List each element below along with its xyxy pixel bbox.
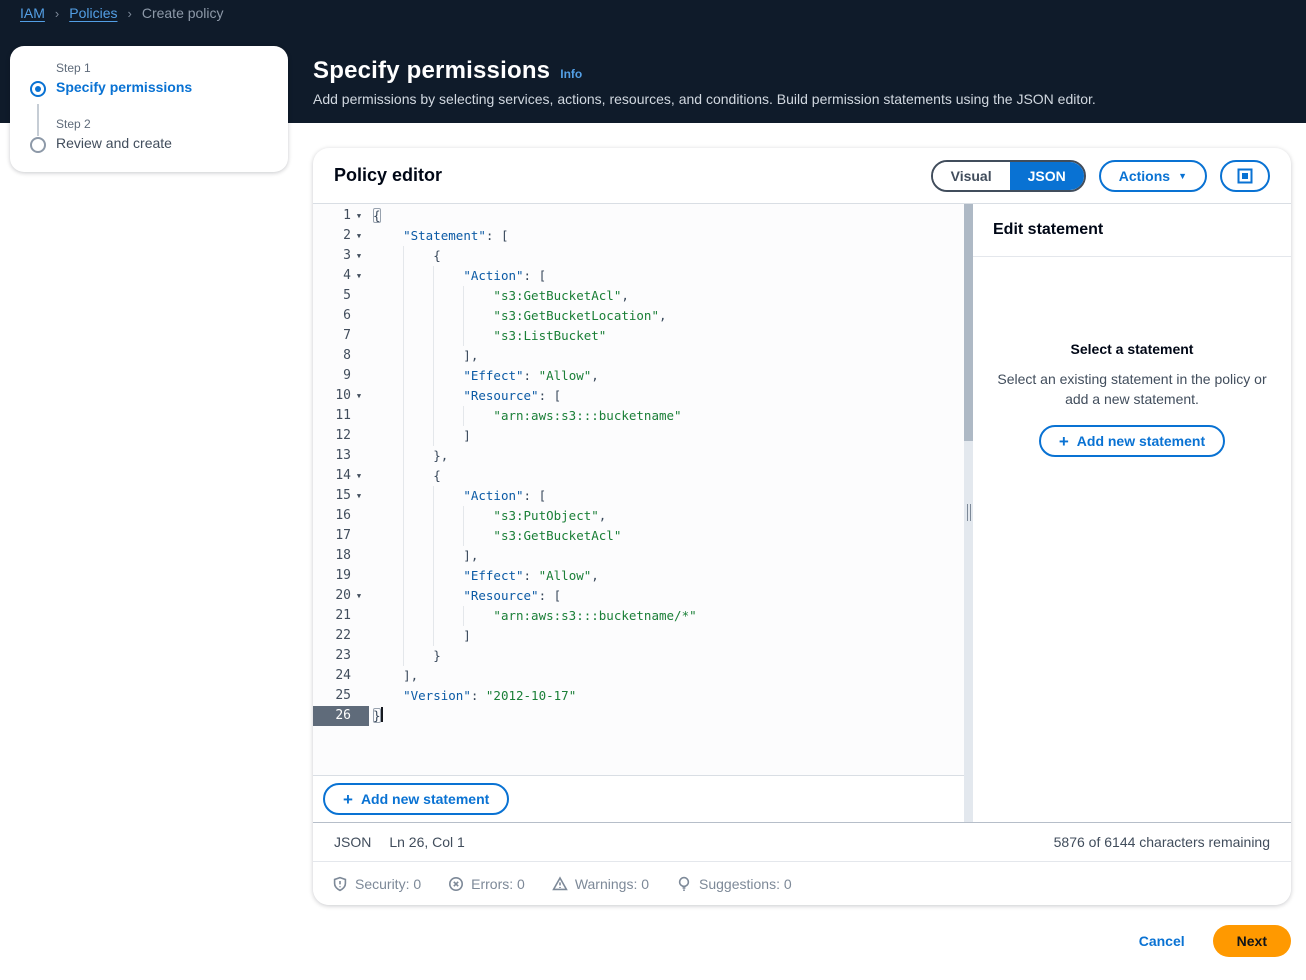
fold-toggle-icon[interactable]: ▼ bbox=[356, 272, 362, 280]
edit-statement-title: Edit statement bbox=[973, 204, 1291, 257]
lightbulb-icon bbox=[678, 876, 690, 891]
split-drag-handle[interactable] bbox=[965, 504, 972, 521]
validation-checks-bar: Security: 0 Errors: 0 Warnings: 0 bbox=[313, 861, 1291, 905]
suggestions-item[interactable]: Suggestions: 0 bbox=[676, 876, 792, 892]
chevron-right-icon: › bbox=[127, 5, 132, 21]
errors-item[interactable]: Errors: 0 bbox=[448, 876, 525, 892]
fold-toggle-icon[interactable]: ▼ bbox=[356, 252, 362, 260]
characters-remaining-label: 5876 of 6144 characters remaining bbox=[1053, 834, 1270, 850]
policy-editor-title: Policy editor bbox=[334, 165, 443, 185]
cancel-button[interactable]: Cancel bbox=[1138, 933, 1185, 949]
editor-language-label: JSON bbox=[334, 834, 372, 850]
step-1-title[interactable]: Specify permissions bbox=[56, 79, 193, 95]
code-lines[interactable]: 1▼{2▼ "Statement": [3▼ {4▼ "Action": [5 … bbox=[313, 204, 964, 775]
code-line[interactable]: 23 } bbox=[313, 646, 964, 666]
code-line[interactable]: 10▼ "Resource": [ bbox=[313, 386, 964, 406]
fold-toggle-icon[interactable]: ▼ bbox=[356, 492, 362, 500]
warnings-item[interactable]: Warnings: 0 bbox=[552, 876, 649, 892]
warning-triangle-icon bbox=[552, 875, 568, 890]
step-2-label: Step 2 bbox=[56, 117, 91, 131]
json-code-editor[interactable]: 1▼{2▼ "Statement": [3▼ {4▼ "Action": [5 … bbox=[313, 204, 964, 822]
plus-icon: + bbox=[1058, 431, 1069, 451]
edit-statement-panel: Edit statement Select a statement Select… bbox=[973, 204, 1291, 822]
code-line[interactable]: 1▼{ bbox=[313, 206, 964, 226]
editor-scrollbar-thumb[interactable] bbox=[964, 204, 973, 441]
panel-split-divider bbox=[964, 204, 973, 822]
plus-icon: + bbox=[343, 789, 353, 809]
fold-toggle-icon[interactable]: ▼ bbox=[356, 232, 362, 240]
chevron-down-icon: ▼ bbox=[1178, 170, 1187, 181]
breadcrumb: IAM › Policies › Create policy bbox=[20, 5, 224, 21]
toggle-visual[interactable]: Visual bbox=[932, 161, 1010, 190]
code-line[interactable]: 25 "Version": "2012-10-17" bbox=[335, 688, 577, 703]
add-new-statement-button-panel[interactable]: + Add new statement bbox=[1038, 425, 1226, 457]
step-connector-line bbox=[37, 104, 39, 136]
page-description: Add permissions by selecting services, a… bbox=[313, 91, 1096, 107]
actions-button[interactable]: Actions ▼ bbox=[1098, 159, 1207, 192]
code-line[interactable]: 22 ] bbox=[313, 626, 964, 646]
code-line[interactable]: 26} bbox=[313, 706, 964, 726]
fold-toggle-icon[interactable]: ▼ bbox=[356, 212, 362, 220]
page-title: Specify permissions bbox=[313, 57, 551, 84]
code-line[interactable]: 17 "s3:GetBucketAcl" bbox=[313, 526, 964, 546]
code-line[interactable]: 24 ], bbox=[335, 668, 419, 683]
select-statement-description: Select an existing statement in the poli… bbox=[997, 371, 1267, 407]
code-line[interactable]: 14▼ { bbox=[313, 466, 964, 486]
code-line[interactable]: 4▼ "Action": [ bbox=[313, 266, 964, 286]
step-1-label: Step 1 bbox=[56, 61, 91, 75]
step-2-title[interactable]: Review and create bbox=[56, 135, 172, 151]
shield-alert-icon bbox=[333, 876, 347, 891]
editor-mode-toggle: Visual JSON bbox=[930, 159, 1086, 192]
error-circle-icon bbox=[449, 876, 464, 891]
code-line[interactable]: 5 "s3:GetBucketAcl", bbox=[313, 286, 964, 306]
toggle-json[interactable]: JSON bbox=[1009, 161, 1084, 190]
cursor-position-label: Ln 26, Col 1 bbox=[389, 834, 465, 850]
chevron-right-icon: › bbox=[54, 5, 60, 21]
breadcrumb-link-iam[interactable]: IAM bbox=[20, 5, 45, 21]
code-line[interactable]: 8 ], bbox=[313, 346, 964, 366]
expand-editor-button[interactable] bbox=[1220, 159, 1270, 192]
fold-toggle-icon[interactable]: ▼ bbox=[356, 592, 362, 600]
code-line[interactable]: 13 }, bbox=[313, 446, 964, 466]
code-line[interactable]: 16 "s3:PutObject", bbox=[313, 506, 964, 526]
wizard-steps-card: Step 1 Specify permissions Step 2 Review… bbox=[10, 46, 288, 172]
add-new-statement-button-editor[interactable]: + Add new statement bbox=[323, 783, 510, 816]
info-link[interactable]: Info bbox=[560, 67, 583, 81]
select-statement-title: Select a statement bbox=[1070, 341, 1194, 357]
maximize-icon bbox=[1237, 168, 1253, 183]
code-line[interactable]: 3▼ { bbox=[313, 246, 964, 266]
security-findings-item[interactable]: Security: 0 bbox=[332, 876, 421, 892]
code-line[interactable]: 15▼ "Action": [ bbox=[313, 486, 964, 506]
step-1-radio-icon[interactable] bbox=[30, 81, 46, 97]
policy-editor-card: Policy editor Visual JSON Actions ▼ 1▼{2… bbox=[313, 148, 1291, 905]
code-line[interactable]: 9 "Effect": "Allow", bbox=[313, 366, 964, 386]
code-line[interactable]: 20▼ "Resource": [ bbox=[313, 586, 964, 606]
step-2-radio-icon[interactable] bbox=[30, 137, 46, 153]
breadcrumb-link-policies[interactable]: Policies bbox=[69, 5, 118, 21]
code-line[interactable]: 11 "arn:aws:s3:::bucketname" bbox=[313, 406, 964, 426]
editor-status-bar: JSON Ln 26, Col 1 5876 of 6144 character… bbox=[313, 822, 1291, 861]
text-cursor bbox=[380, 707, 383, 722]
wizard-footer: Cancel Next bbox=[313, 925, 1291, 957]
code-line[interactable]: 21 "arn:aws:s3:::bucketname/*" bbox=[313, 606, 964, 626]
code-line[interactable]: 19 "Effect": "Allow", bbox=[313, 566, 964, 586]
next-button[interactable]: Next bbox=[1212, 925, 1291, 957]
code-line[interactable]: 6 "s3:GetBucketLocation", bbox=[313, 306, 964, 326]
fold-toggle-icon[interactable]: ▼ bbox=[356, 392, 362, 400]
code-line[interactable]: 18 ], bbox=[313, 546, 964, 566]
code-line[interactable]: 2▼ "Statement": [ bbox=[313, 226, 964, 246]
code-line[interactable]: 7 "s3:ListBucket" bbox=[313, 326, 964, 346]
breadcrumb-current: Create policy bbox=[141, 5, 224, 21]
fold-toggle-icon[interactable]: ▼ bbox=[356, 472, 362, 480]
code-line[interactable]: 12 ] bbox=[313, 426, 964, 446]
